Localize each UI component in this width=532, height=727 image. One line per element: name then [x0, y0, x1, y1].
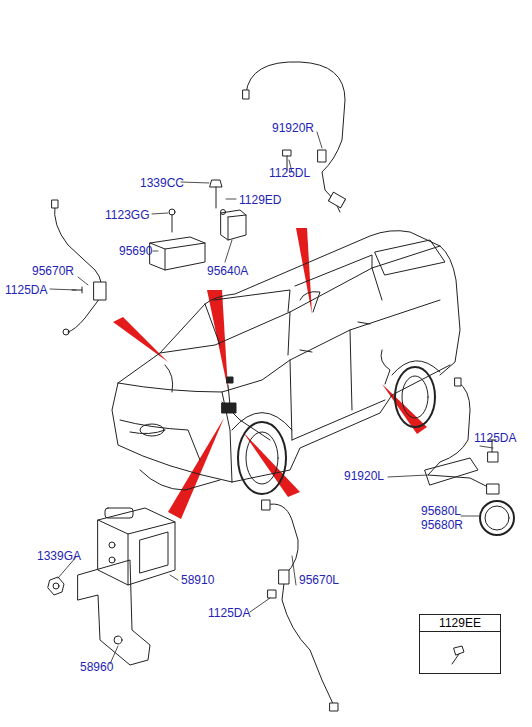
- part-number: 1339CC: [139, 176, 185, 190]
- part-number: 95670R: [31, 264, 75, 278]
- part-number: 1123GG: [104, 208, 150, 222]
- abs-unit: [48, 508, 175, 665]
- part-number: 1339GA: [36, 549, 82, 563]
- wheel-sensor-rr: [243, 62, 346, 212]
- part-number: 1125DA: [473, 431, 517, 445]
- wheel-sensor-fl: [262, 500, 338, 711]
- part-table-box: 1129EE: [419, 614, 501, 674]
- part-number: 95690: [118, 244, 153, 258]
- part-number: 95670L: [298, 573, 340, 587]
- part-number: 1125DA: [207, 606, 251, 620]
- part-number: 95640A: [206, 264, 249, 278]
- part-number: 1125DL: [268, 166, 311, 180]
- part-number: 58910: [180, 573, 215, 587]
- leader-lines: [50, 132, 493, 664]
- screw-icon: [452, 646, 464, 664]
- part-number: 91920R: [271, 121, 315, 135]
- part-number: 58960: [79, 660, 114, 674]
- part-number: 95680L: [420, 504, 462, 518]
- module-group: [150, 180, 246, 270]
- callout-wedges: [113, 228, 427, 519]
- part-number: 95680R: [420, 518, 464, 532]
- car-body: [112, 231, 460, 494]
- table-header: 1129EE: [420, 615, 500, 632]
- part-number: 1125DA: [4, 283, 48, 297]
- part-number: 1129ED: [238, 193, 282, 207]
- part-number: 91920L: [343, 469, 385, 483]
